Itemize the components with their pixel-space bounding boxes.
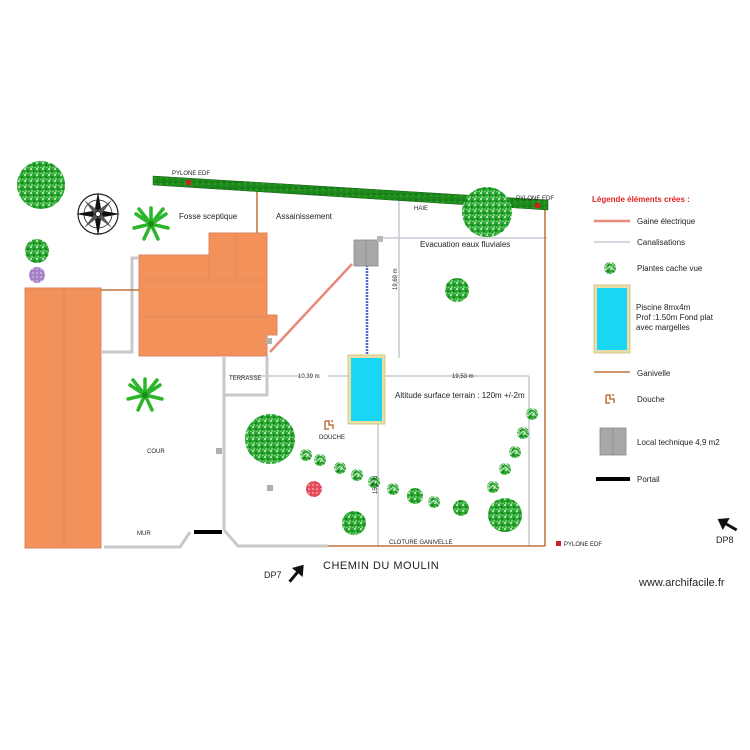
flower-red	[306, 481, 322, 497]
label-mur: MUR	[137, 531, 151, 537]
tree-bottom-2	[407, 488, 423, 504]
pylone-edf-marker-right	[535, 203, 540, 208]
house-central	[138, 232, 278, 357]
pylone-edf-marker-left	[186, 180, 191, 185]
pylone-edf-marker-bottom	[556, 541, 561, 546]
gaine-electrique	[269, 263, 353, 353]
flower-purple	[29, 267, 45, 283]
label-pylone-edf-top-left: PYLONE EDF	[172, 171, 210, 177]
legend-douche-label: Douche	[637, 395, 665, 404]
label-altitude: Altitude surface terrain : 120m +/-2m	[395, 391, 525, 400]
label-terrasse: TERRASSE	[229, 376, 261, 382]
legend-plantes-swatch	[603, 261, 617, 275]
label-cloture-ganivelle: CLOTURE GANIVELLE	[389, 540, 453, 546]
label-chemin-du-moulin: CHEMIN DU MOULIN	[323, 560, 439, 572]
legend-portail-label: Portail	[637, 475, 660, 484]
tree-small-left	[25, 239, 49, 263]
label-fosse-sceptique: Fosse sceptique	[179, 212, 238, 221]
tree-hedge-right	[462, 187, 512, 237]
tree-top-left	[17, 161, 65, 209]
label-pylone-edf-bottom: PYLONE EDF	[564, 542, 602, 548]
dim-left-distance: 10,39 m	[298, 374, 320, 380]
palm-cour	[126, 377, 164, 412]
label-douche: DOUCHE	[319, 435, 345, 441]
legend-canalisations-label: Canalisations	[637, 238, 685, 247]
label-cour: COUR	[147, 449, 165, 455]
tree-garden	[445, 278, 469, 302]
legend-plantes-label: Plantes cache vue	[637, 264, 703, 273]
tree-bottom-right	[488, 498, 522, 532]
label-assainissement: Assainissement	[276, 212, 333, 221]
label-pylone-edf-top-right: PYLONE EDF	[516, 196, 554, 202]
legend-ganivelle-label: Ganivelle	[637, 369, 671, 378]
ganivelle-boundary	[101, 186, 546, 547]
house-main	[24, 287, 102, 549]
tree-bottom-1	[342, 511, 366, 535]
hedge	[152, 175, 549, 211]
tree-bottom-3	[453, 500, 469, 516]
arrow-dp8-icon	[717, 517, 738, 532]
legend-local-label: Local technique 4,9 m2	[637, 438, 720, 447]
dim-right-distance: 19,53 m	[452, 374, 474, 380]
tree-terrace	[245, 414, 295, 464]
legend: Légende éléments crées : Gaine électriqu…	[592, 195, 720, 484]
dim-top-distance: 19,69 m	[393, 268, 399, 290]
dim-bottom-distance: 15,2 m	[373, 476, 379, 494]
compass-rose-icon	[76, 192, 120, 236]
arrow-dp7-icon	[288, 564, 304, 583]
legend-douche-icon	[605, 394, 615, 404]
label-evacuation: Evacuation eaux fluviales	[420, 240, 510, 249]
utility-box-1	[266, 338, 272, 344]
legend-piscine-line-2: Prof :1.50m Fond plat	[636, 313, 714, 322]
canalisation-lines	[230, 200, 547, 546]
watermark: www.archifacile.fr	[638, 577, 725, 589]
legend-piscine-line-3: avec margelles	[636, 323, 690, 332]
legend-title: Légende éléments crées :	[592, 195, 690, 204]
legend-gaine-label: Gaine électrique	[637, 217, 696, 226]
douche-symbol	[324, 420, 334, 430]
palm-top	[132, 206, 170, 241]
utility-box-3	[267, 485, 273, 491]
label-dp7: DP7	[264, 570, 282, 580]
utility-box-2	[216, 448, 222, 454]
legend-piscine-line-1: Piscine 8mx4m	[636, 303, 691, 312]
label-dp8: DP8	[716, 535, 734, 545]
walls	[101, 256, 328, 549]
label-haie: HAIE	[414, 206, 428, 212]
